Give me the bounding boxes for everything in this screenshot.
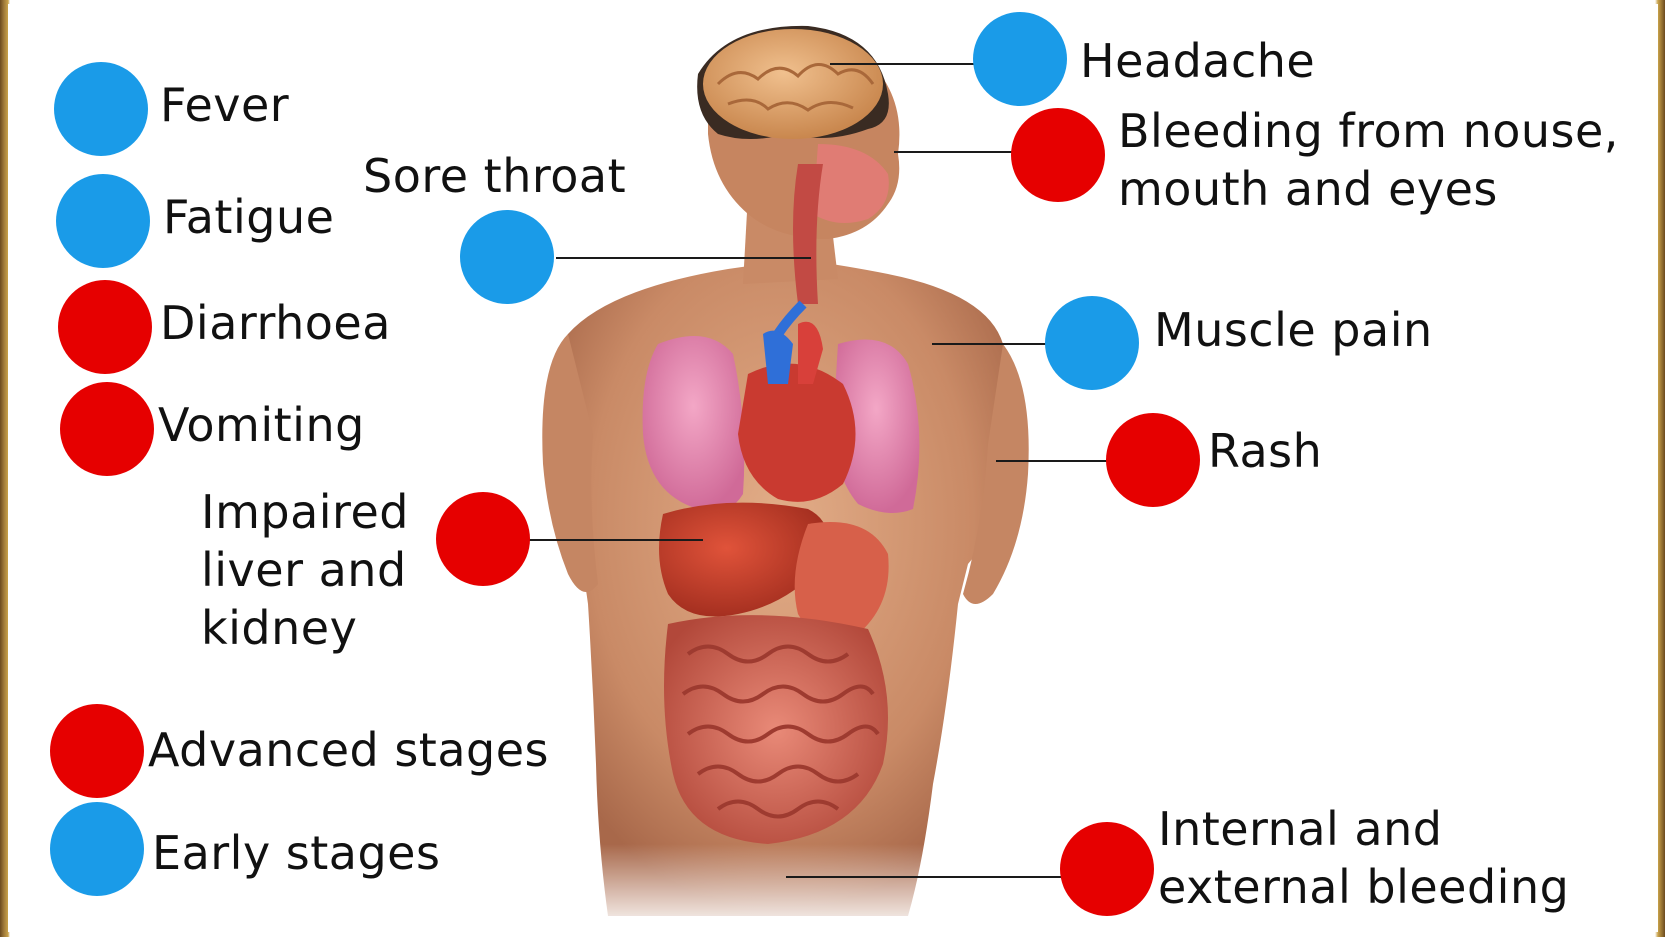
leader-headache bbox=[830, 63, 982, 65]
fever-label: Fever bbox=[160, 76, 289, 134]
leader-muscle-pain bbox=[932, 343, 1054, 345]
legend-early-marker bbox=[50, 802, 144, 896]
leader-internal-bleeding bbox=[786, 876, 1068, 878]
bleeding-label-line2: mouth and eyes bbox=[1118, 160, 1498, 218]
internal-label-line2: external bleeding bbox=[1158, 858, 1569, 916]
fatigue-marker bbox=[56, 174, 150, 268]
rash-label: Rash bbox=[1208, 422, 1322, 480]
diarrhoea-marker bbox=[58, 280, 152, 374]
vomiting-marker bbox=[60, 382, 154, 476]
impaired-label-line3: kidney bbox=[201, 599, 357, 657]
bleeding-face-marker bbox=[1011, 108, 1105, 202]
internal-bleeding-marker bbox=[1060, 822, 1154, 916]
sore-throat-marker bbox=[460, 210, 554, 304]
leader-impaired-organs bbox=[528, 539, 703, 541]
internal-label-line1: Internal and bbox=[1158, 800, 1442, 858]
legend-early-label: Early stages bbox=[152, 824, 440, 882]
diagram-canvas: Fever Fatigue Diarrhoea Vomiting Sore th… bbox=[8, 4, 1658, 932]
leader-bleeding-face bbox=[894, 151, 1018, 153]
organs bbox=[643, 322, 920, 844]
impaired-label-line1: Impaired bbox=[201, 483, 409, 541]
rash-marker bbox=[1106, 413, 1200, 507]
leader-sore-throat bbox=[556, 257, 811, 259]
headache-marker bbox=[973, 12, 1067, 106]
headache-label: Headache bbox=[1080, 32, 1315, 90]
fever-marker bbox=[54, 62, 148, 156]
bleeding-label-line1: Bleeding from nouse, bbox=[1118, 102, 1619, 160]
legend-advanced-label: Advanced stages bbox=[148, 721, 549, 779]
impaired-label-line2: liver and bbox=[201, 541, 407, 599]
impaired-organs-marker bbox=[436, 492, 530, 586]
diarrhoea-label: Diarrhoea bbox=[160, 294, 391, 352]
muscle-pain-marker bbox=[1045, 296, 1139, 390]
fatigue-label: Fatigue bbox=[163, 188, 334, 246]
leader-rash bbox=[996, 460, 1114, 462]
vomiting-label: Vomiting bbox=[158, 396, 365, 454]
muscle-pain-label: Muscle pain bbox=[1154, 301, 1433, 359]
legend-advanced-marker bbox=[50, 704, 144, 798]
sore-throat-label: Sore throat bbox=[363, 147, 626, 205]
